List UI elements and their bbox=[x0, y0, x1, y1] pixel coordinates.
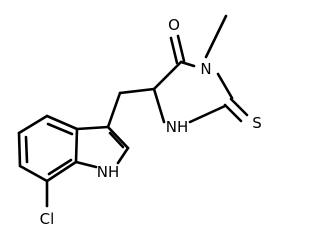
bond-c7-c7a bbox=[45, 160, 78, 183]
bond-ch2-indole-c3 bbox=[106, 91, 122, 129]
molecule-structure: O N NH S NH Cl bbox=[17, 14, 262, 228]
atom-nh-ring: NH bbox=[166, 118, 189, 136]
bond-c3-c2 bbox=[106, 125, 130, 150]
bond-n3-c2 bbox=[216, 72, 234, 100]
bond-c5-c4 bbox=[152, 60, 183, 91]
bond-c4-n3 bbox=[179, 60, 196, 68]
bond-c3a-c4-inner bbox=[46, 122, 74, 136]
bond-c5-c6 bbox=[17, 131, 22, 168]
atom-oxygen: O bbox=[168, 16, 180, 34]
atom-chlorine: Cl bbox=[40, 210, 55, 228]
bond-nh-c7a bbox=[74, 160, 98, 169]
bond-c3-c2-inner bbox=[108, 131, 125, 149]
bond-n3-methyl bbox=[204, 14, 228, 59]
bonds bbox=[17, 14, 249, 208]
atom-nh-indole: NH bbox=[97, 163, 120, 181]
bond-c3-c3a bbox=[75, 125, 110, 131]
bond-c2-n1 bbox=[188, 104, 227, 124]
bond-carbonyl-double-b bbox=[176, 34, 186, 63]
atom-labels: O N NH S NH Cl bbox=[40, 16, 262, 228]
bond-c6-c7 bbox=[18, 164, 49, 183]
bond-thione-double-a bbox=[229, 97, 249, 117]
bond-n1-c5 bbox=[152, 87, 166, 124]
atom-nitrogen-3: N bbox=[200, 60, 211, 78]
bond-c5-ch2 bbox=[118, 87, 156, 95]
bond-c2-nh bbox=[116, 146, 130, 165]
atom-sulfur: S bbox=[252, 114, 262, 132]
bond-c5-c6-inner bbox=[24, 135, 29, 164]
bond-c7-c7a-inner bbox=[47, 158, 73, 176]
bond-c3a-c7a bbox=[74, 127, 79, 164]
bond-thione-double-b bbox=[223, 103, 243, 123]
bond-carbonyl-double-a bbox=[169, 36, 179, 65]
bond-c4-c5 bbox=[17, 114, 49, 135]
bond-c3a-c4 bbox=[45, 114, 79, 131]
